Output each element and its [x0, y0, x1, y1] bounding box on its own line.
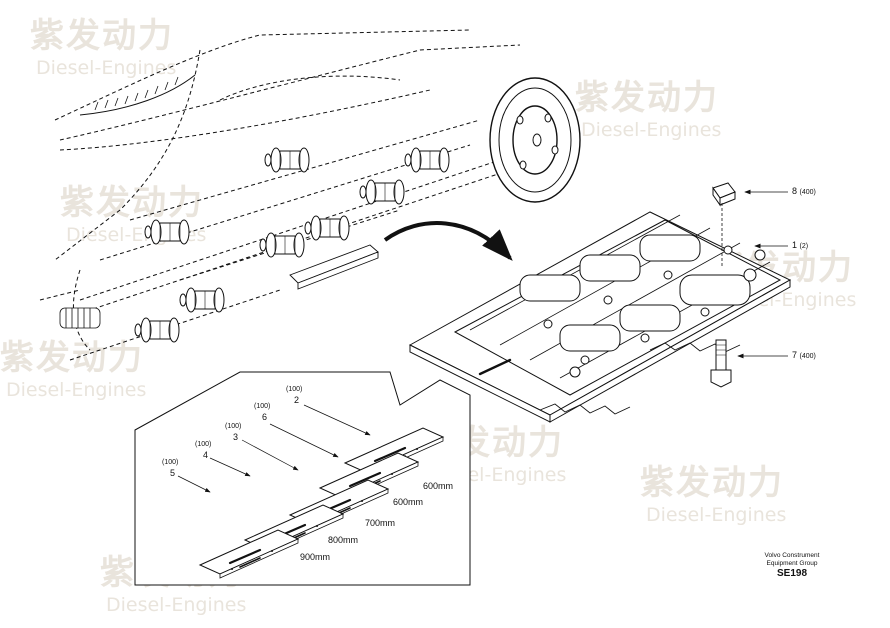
track-roller [179, 287, 225, 313]
track-chain-assembly [408, 211, 792, 423]
shoe-width-label: 600mm [423, 481, 454, 491]
track-roller [304, 215, 350, 241]
shoe-label-6: (100)6 [254, 403, 271, 422]
recoil-spring [59, 307, 101, 329]
leader-arrow [209, 457, 251, 477]
footer-company-line2: Equipment Group [766, 560, 818, 567]
sprocket-wheel [489, 77, 581, 203]
shoe-width-label: 700mm [365, 518, 396, 528]
track-roller [144, 219, 190, 245]
drawing-footer: Volvo Construment Equipment Group SE198 [737, 552, 847, 579]
track-roller [359, 179, 405, 205]
shoe-label-4: (100)4 [195, 441, 212, 460]
hull-edge [79, 74, 196, 116]
footer-company-line1: Volvo Construment [764, 552, 820, 559]
shoe-width-label: 800mm [328, 535, 359, 545]
leader-arrow [177, 475, 211, 493]
carrier-roller [264, 147, 310, 173]
shoe-label-5: (100)5 [162, 459, 179, 478]
track-roller [259, 232, 305, 258]
shoe-width-label: 900mm [300, 552, 331, 562]
callout-8: 8 (400) [792, 186, 816, 196]
drawing-code: SE198 [776, 568, 808, 579]
detail-arrow [383, 221, 513, 261]
leader-arrow [269, 423, 339, 458]
hull-hatching [94, 76, 179, 111]
shoe-inset-frame [134, 371, 471, 586]
callout-1: 1 (2) [792, 240, 809, 250]
shoe-label-2: (100)2 [286, 386, 303, 405]
track-segment-small [289, 244, 379, 290]
track-roller [134, 317, 180, 343]
shoe-label-3: (100)3 [225, 423, 242, 442]
leader-arrow [303, 404, 371, 436]
shoe-width-label: 600mm [393, 497, 424, 507]
carrier-roller [404, 147, 450, 173]
callout-7: 7 (400) [792, 350, 816, 360]
nut-part [712, 182, 736, 207]
leader-arrow [241, 439, 299, 471]
bolt-part [710, 339, 732, 388]
